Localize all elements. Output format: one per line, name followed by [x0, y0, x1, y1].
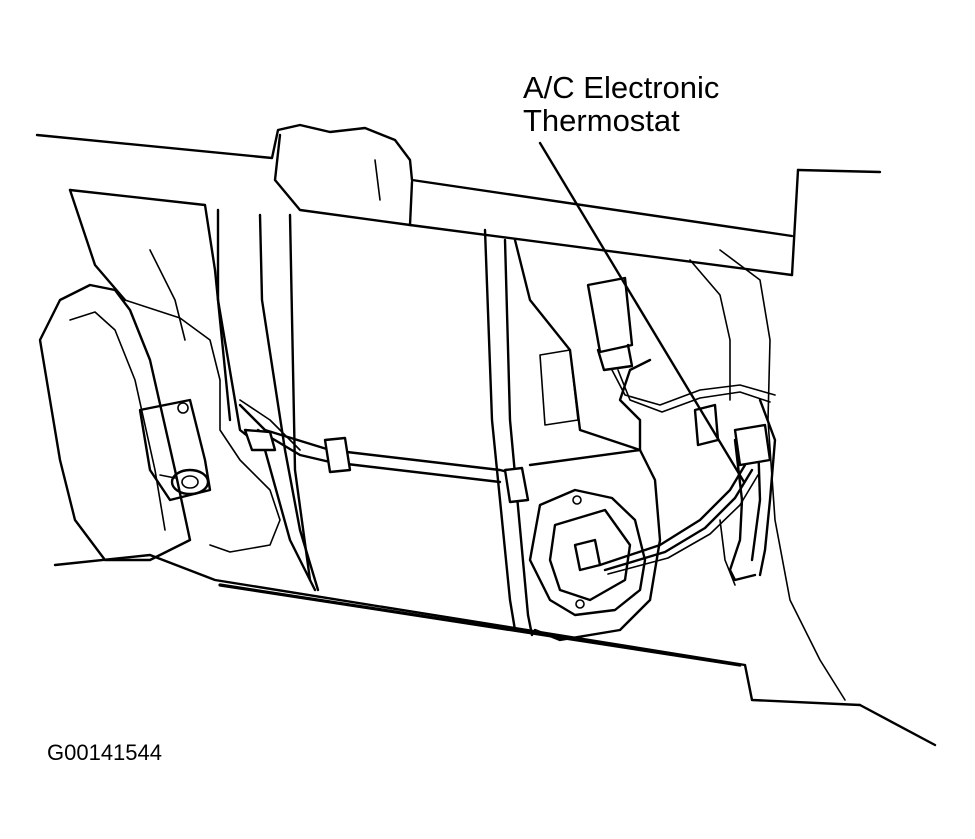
callout-label-line-2: Thermostat [523, 103, 680, 138]
wire-harness [238, 403, 530, 504]
thermostat-wires [598, 398, 777, 586]
housing-bottom-edge [53, 553, 937, 747]
thermostat-connector [586, 276, 776, 413]
right-lower-panel [513, 238, 846, 701]
center-housing [216, 208, 534, 637]
callout-leader [538, 141, 746, 484]
figure-id: G00141544 [47, 740, 162, 765]
callout-label-line-1: A/C Electronic [523, 70, 720, 105]
left-side-panel [38, 188, 281, 562]
dash-panel [35, 123, 882, 277]
blower-resistor [528, 488, 647, 617]
